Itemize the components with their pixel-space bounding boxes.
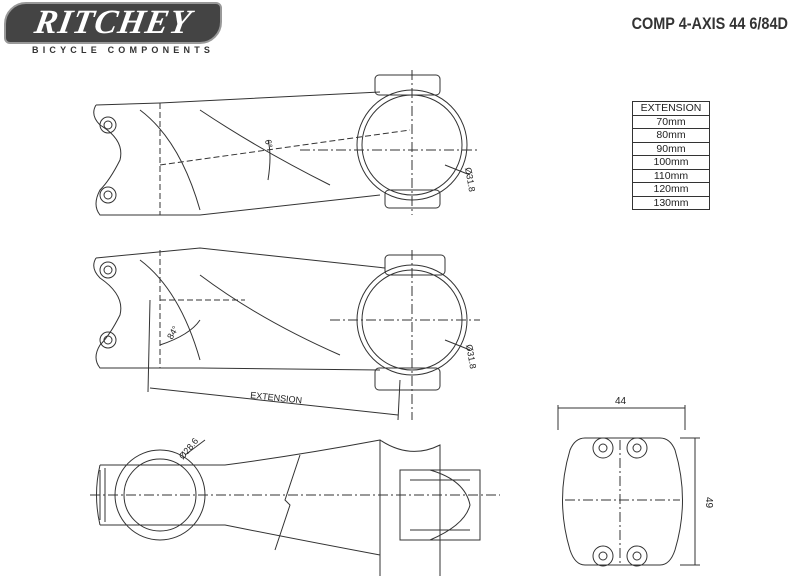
product-title: COMP 4-AXIS 44 6/84D [631, 14, 788, 33]
extension-row: 130mm [632, 195, 710, 210]
logo-tagline: BICYCLE COMPONENTS [32, 45, 215, 55]
extension-label: EXTENSION [250, 390, 303, 405]
ritchey-logo: RITCHEY [4, 2, 222, 44]
clamp-diameter-side-label: Ø31.8 [464, 344, 478, 370]
extension-table: EXTENSION 70mm 80mm 90mm 100mm 110mm 120… [632, 101, 710, 210]
faceplate-width-label: 44 [615, 396, 627, 407]
rise-angle-label: 6° [263, 139, 274, 150]
steerer-diameter-label: Ø28.6 [177, 436, 200, 461]
stem-view-plan: Ø28.6 [90, 436, 500, 576]
faceplate-view: 44 49 [557, 396, 714, 567]
stem-angle-label: 84° [165, 324, 181, 341]
clamp-diameter-top-label: Ø31.8 [463, 167, 477, 193]
faceplate-height-label: 49 [703, 497, 714, 509]
stem-view-top: 6° Ø31.8 [93, 70, 480, 216]
stem-view-side: 84° Ø31.8 EXTENSION [93, 247, 480, 421]
